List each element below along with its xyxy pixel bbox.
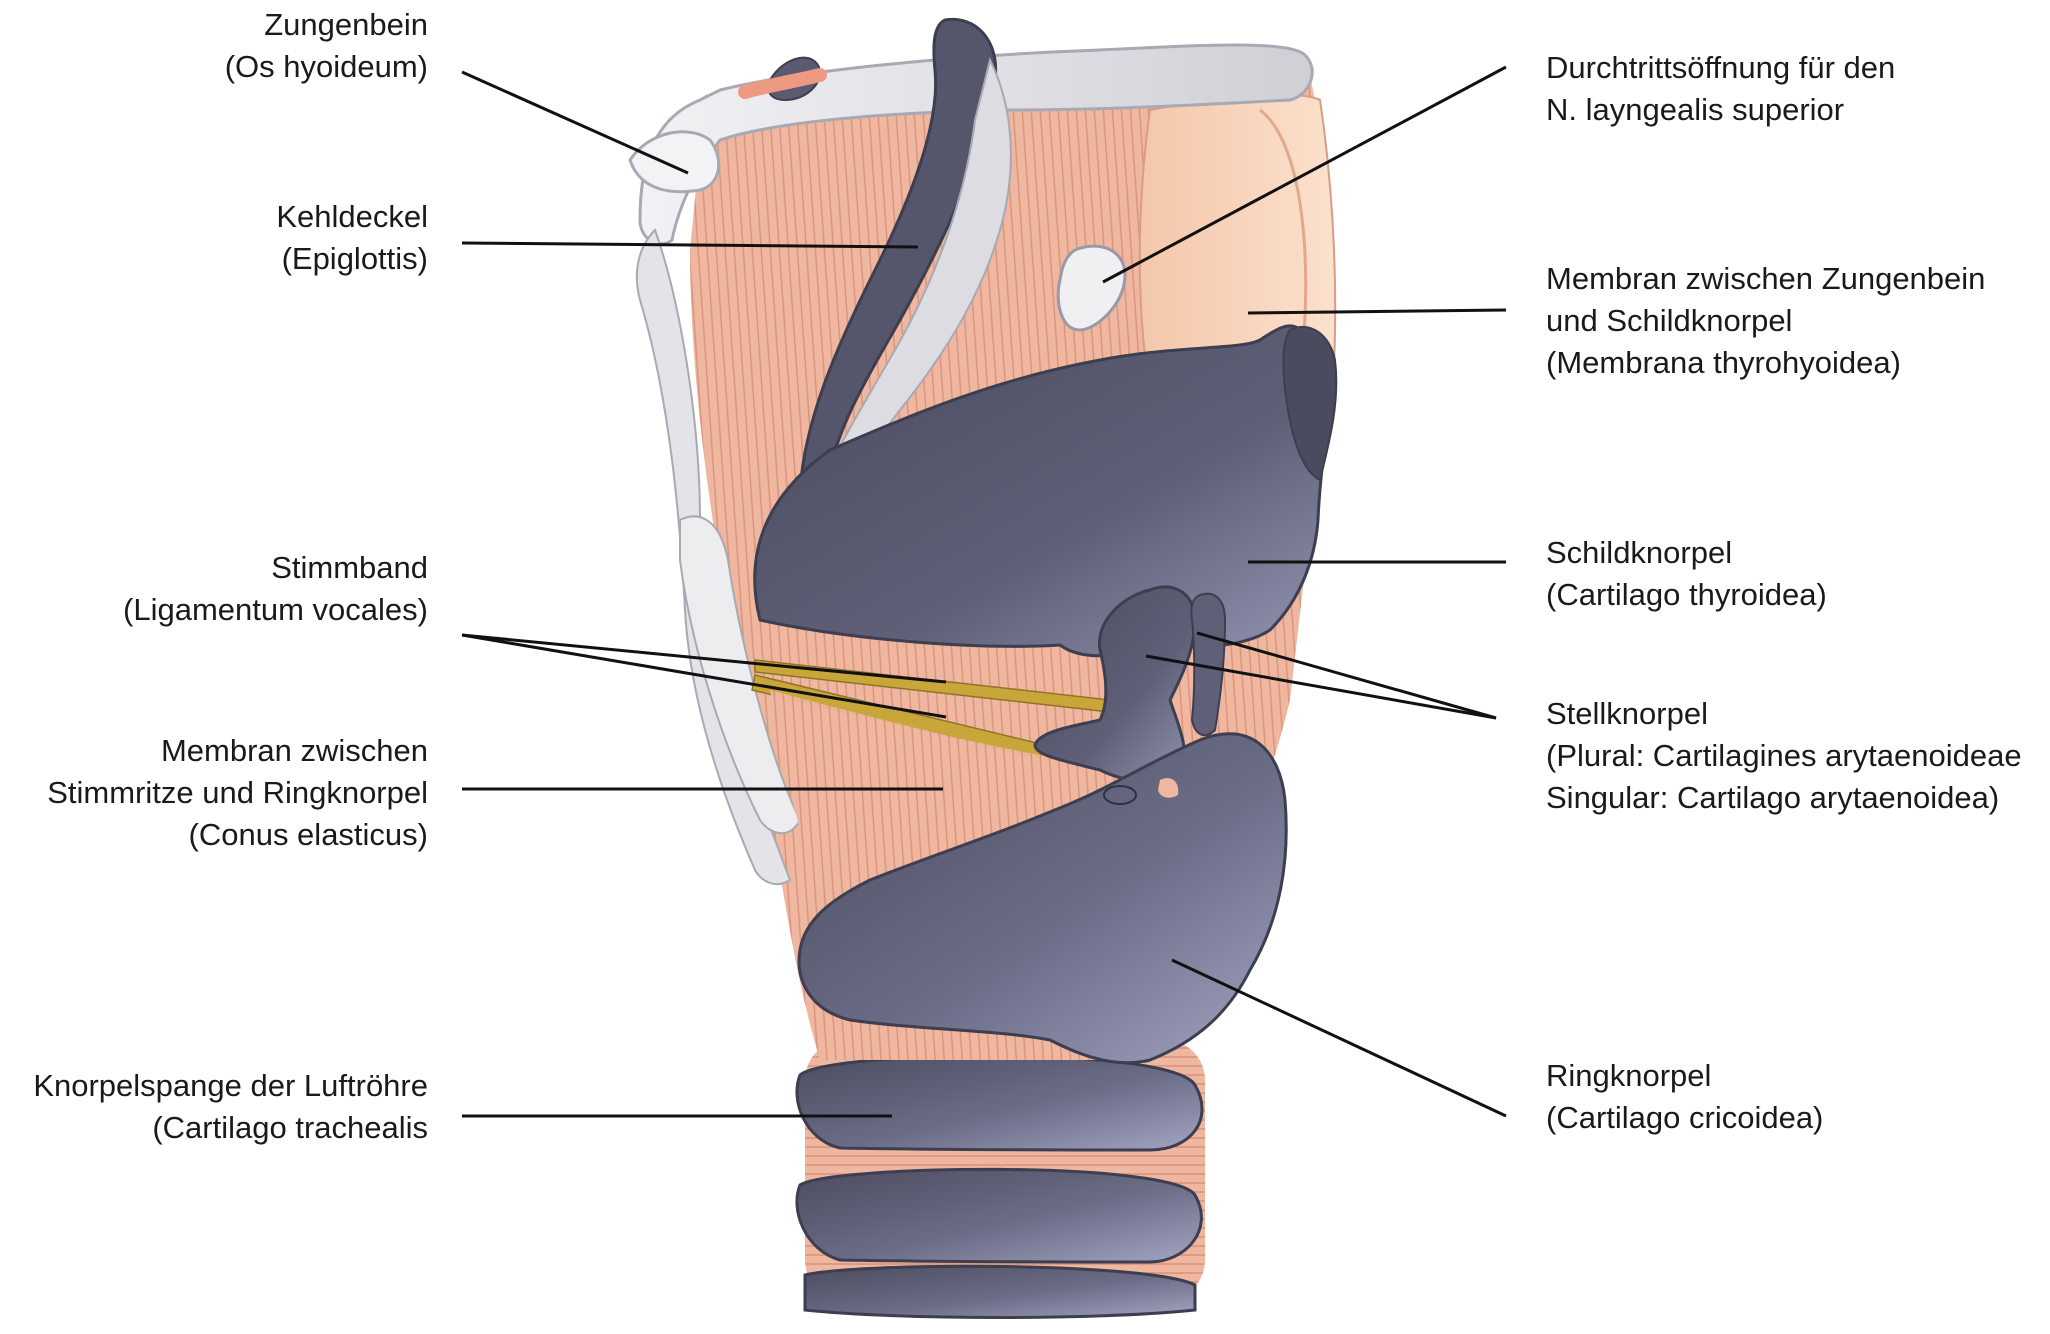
leader-thyrohyoidea [1247,308,1507,315]
leader-zungenbein [461,70,689,175]
trachea-ring-3 [803,1264,1197,1319]
trachea [795,1040,1205,1319]
label-line: Zungenbein [264,7,428,42]
label-line: (Cartilago thyroidea) [1546,577,1827,612]
label-line: Stellknorpel [1546,696,1708,731]
label-line: und Schildknorpel [1546,303,1793,338]
leader-stellknorpel-2 [1196,631,1497,720]
label-stellknorpel: Stellknorpel (Plural: Cartilagines aryta… [1546,693,2022,819]
label-line: (Cartilago trachealis [152,1110,428,1145]
label-line: Knorpelspange der Luftröhre [33,1068,428,1103]
leader-lines [461,65,1507,1118]
thyroid-superior-horn [1282,325,1338,482]
leader-stimmband-2 [461,633,947,719]
label-line: (Cartilago cricoidea) [1546,1100,1824,1135]
label-line: Singular: Cartilago arytaenoidea) [1546,780,2000,815]
label-line: Ringknorpel [1546,1058,1712,1093]
hyoid-muscle-band [738,68,827,99]
label-line: Membran zwischen Zungenbein [1546,261,1986,296]
label-zungenbein: Zungenbein (Os hyoideum) [225,4,428,88]
leader-durchtritt [1102,65,1507,284]
nerve-opening [1056,244,1127,332]
label-line: Kehldeckel [276,199,428,234]
label-line: (Epiglottis) [281,241,428,276]
label-line: Stimmritze und Ringknorpel [47,775,428,810]
hyoid-greater-horn [628,130,721,194]
leader-stimmband-1 [461,633,947,684]
label-line: Membran zwischen [160,733,428,768]
trachea-ring-2 [795,1167,1203,1264]
cartilago-cricoidea [797,732,1288,1065]
conus-elasticus [770,690,1070,880]
label-line: Durchtrittsöffnung für den [1546,50,1896,85]
label-line: (Plural: Cartilagines arytaenoideae [1546,738,2022,773]
label-line: N. layngealis superior [1546,92,1845,127]
lateral-ligament [635,228,792,886]
label-line: (Ligamentum vocales) [123,592,428,627]
label-conus-elasticus: Membran zwischen Stimmritze und Ringknor… [47,730,428,856]
leader-ringknorpel [1171,958,1507,1118]
leader-stellknorpel-1 [1145,654,1497,720]
label-kehldeckel: Kehldeckel (Epiglottis) [276,196,428,280]
label-stimmband: Stimmband (Ligamentum vocales) [123,547,428,631]
label-line: (Conus elasticus) [188,817,428,852]
leader-kehldeckel [461,241,919,249]
label-line: Schildknorpel [1546,535,1733,570]
label-membrana-thyrohyoidea: Membran zwischen Zungenbein und Schildkn… [1546,258,1985,384]
cricoid-facet [1103,785,1137,805]
label-schildknorpel: Schildknorpel (Cartilago thyroidea) [1546,532,1827,616]
trachea-ring-1 [795,1054,1204,1152]
label-ringknorpel: Ringknorpel (Cartilago cricoidea) [1546,1055,1823,1139]
label-line: (Membrana thyrohyoidea) [1546,345,1901,380]
label-trachealis: Knorpelspange der Luftröhre (Cartilago t… [33,1065,428,1149]
cricoarytenoid-joint [1158,778,1179,798]
cartilago-arytaenoidea-1 [1033,585,1197,784]
label-line: Stimmband [271,550,428,585]
label-line: (Os hyoideum) [224,49,428,84]
cartilago-arytaenoidea-2 [1190,592,1227,737]
cartilago-thyroidea [753,324,1332,658]
label-durchtrittsoeffnung: Durchtrittsöffnung für den N. layngealis… [1546,47,1895,131]
